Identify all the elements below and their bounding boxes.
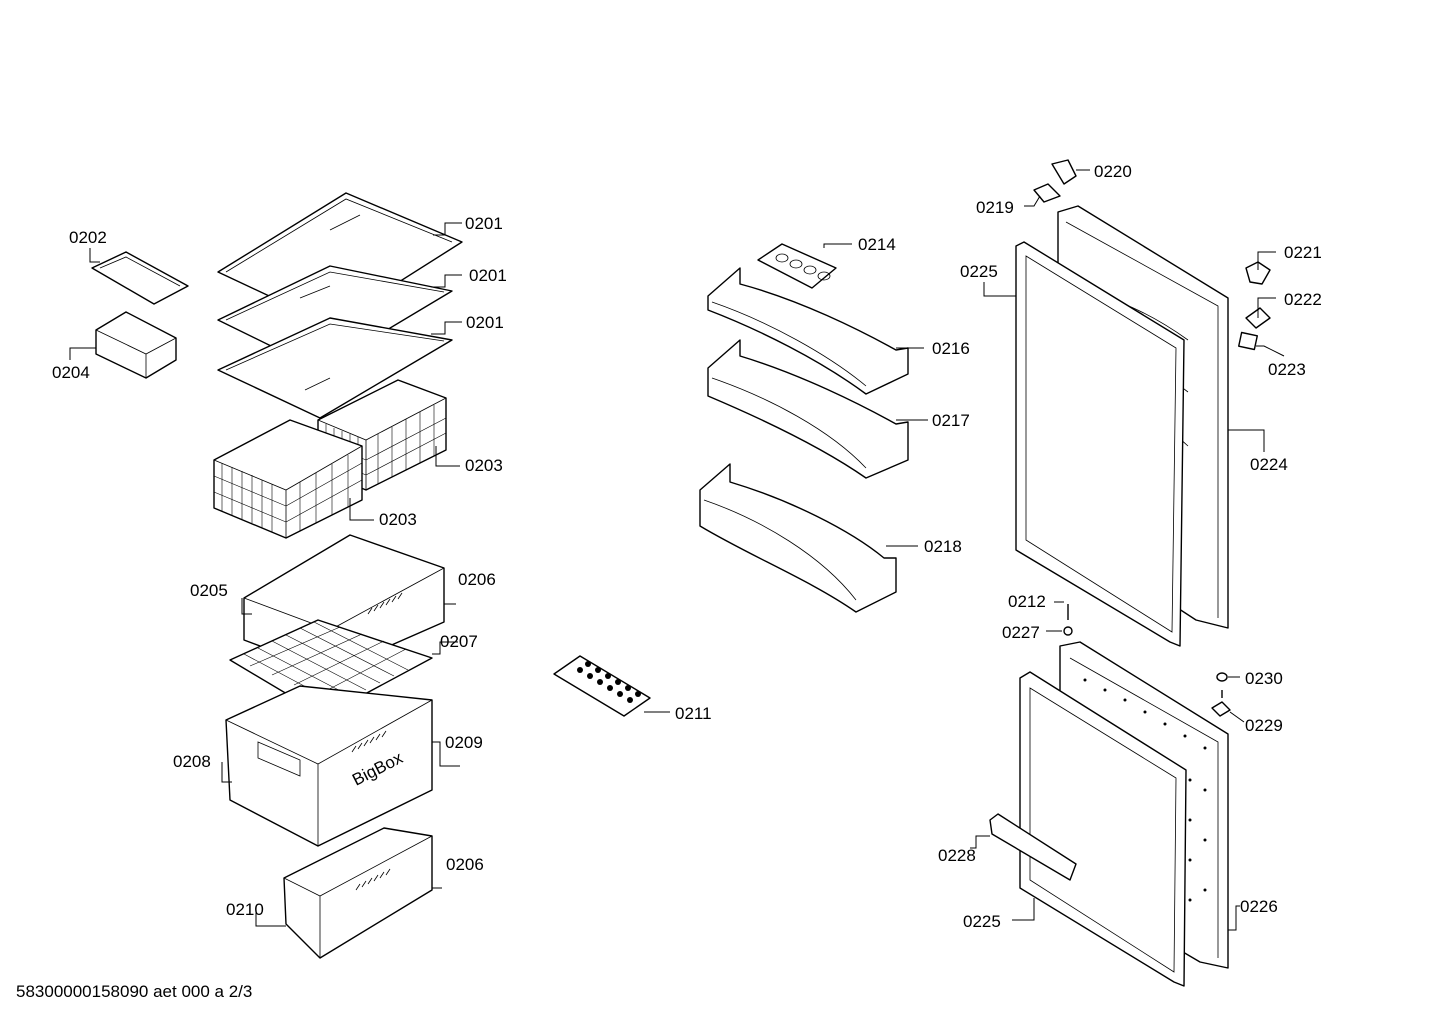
callout-0219: 0219 (976, 198, 1014, 217)
glass-shelf-lower (217, 317, 453, 419)
drawer-lower (283, 827, 433, 959)
callout-0206-upper: 0206 (458, 570, 496, 589)
handle-strip (989, 813, 1077, 881)
callout-0201-lower: 0201 (466, 313, 504, 332)
wire-basket-front (213, 419, 363, 539)
callout-0225-lower: 0225 (963, 912, 1001, 931)
callout-0220: 0220 (1094, 162, 1132, 181)
bigbox-drawer: BigBox (225, 685, 433, 847)
hinge-cover-0219 (1033, 183, 1061, 203)
callout-0203-lower: 0203 (379, 510, 417, 529)
hinge-0221 (1245, 261, 1271, 285)
small-box-0204 (95, 311, 177, 379)
callout-0212: 0212 (1008, 592, 1046, 611)
callout-0228: 0228 (938, 846, 976, 865)
callout-0201-top: 0201 (465, 214, 503, 233)
callout-0229: 0229 (1245, 716, 1283, 735)
callout-0222: 0222 (1284, 290, 1322, 309)
callout-0223: 0223 (1268, 360, 1306, 379)
door-shelf-0218 (699, 463, 897, 613)
callout-0206-lower: 0206 (446, 855, 484, 874)
cap-0230 (1216, 672, 1228, 682)
small-shelf-0202 (91, 251, 189, 305)
callout-0217: 0217 (932, 411, 970, 430)
leader-lines (69, 169, 1285, 931)
ice-tray (553, 655, 651, 717)
callout-0224: 0224 (1250, 455, 1288, 474)
callout-0226: 0226 (1240, 897, 1278, 916)
egg-tray (757, 243, 837, 289)
washer-0227 (1063, 626, 1073, 636)
wire-shelf (229, 619, 433, 717)
door-shelf-0217 (707, 339, 909, 479)
callout-0201-middle: 0201 (469, 266, 507, 285)
callout-0218: 0218 (924, 537, 962, 556)
callout-0221: 0221 (1284, 243, 1322, 262)
callout-0202: 0202 (69, 228, 107, 247)
callout-0227: 0227 (1002, 623, 1040, 642)
hinge-0229 (1211, 690, 1231, 717)
callout-0209: 0209 (445, 733, 483, 752)
lower-door-gasket (1019, 671, 1187, 987)
callout-0208: 0208 (173, 752, 211, 771)
callout-0225-upper: 0225 (960, 262, 998, 281)
plate-0223 (1238, 331, 1258, 351)
upper-door-gasket (1015, 241, 1185, 647)
callout-0230: 0230 (1245, 669, 1283, 688)
callout-0216: 0216 (932, 339, 970, 358)
document-footer: 58300000158090 aet 000 a 2/3 (16, 982, 253, 1001)
callout-0207: 0207 (440, 632, 478, 651)
callout-0204: 0204 (52, 363, 90, 382)
callout-0205: 0205 (190, 581, 228, 600)
callout-0210: 0210 (226, 900, 264, 919)
callout-0211: 0211 (675, 704, 712, 723)
callout-0214: 0214 (858, 235, 896, 254)
hinge-0220 (1051, 159, 1077, 185)
callout-0203-right: 0203 (465, 456, 503, 475)
